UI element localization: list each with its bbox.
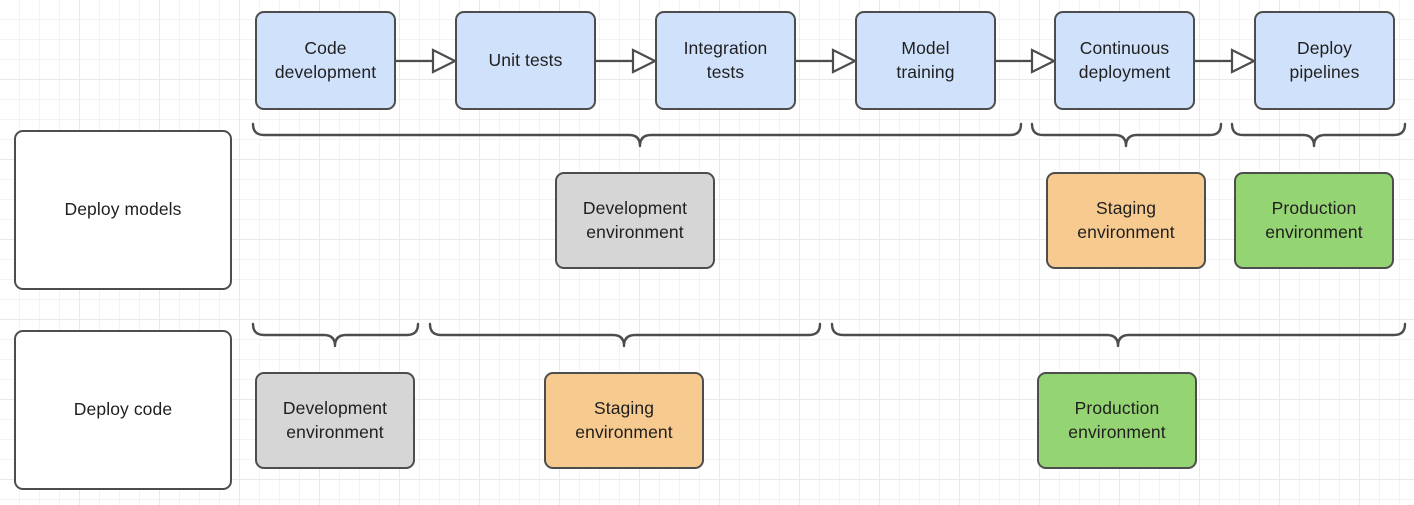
grouping-brace-deploy-code-2 xyxy=(424,322,826,356)
environment-deploy-models-staging-environment[interactable]: Staging environment xyxy=(1046,172,1206,269)
grouping-brace-deploy-code-1 xyxy=(247,322,424,356)
pipeline-step-unit-tests[interactable]: Unit tests xyxy=(455,11,596,110)
pipeline-step-integration-tests[interactable]: Integration tests xyxy=(655,11,796,110)
environment-deploy-models-development-environment[interactable]: Development environment xyxy=(555,172,715,269)
grouping-brace-deploy-models-2 xyxy=(1026,122,1227,156)
pipeline-step-code-development[interactable]: Code development xyxy=(255,11,396,110)
grouping-brace-deploy-models-1 xyxy=(247,122,1027,156)
row-label-deploy-models[interactable]: Deploy models xyxy=(14,130,232,290)
row-label-deploy-code[interactable]: Deploy code xyxy=(14,330,232,490)
pipeline-step-continuous-deployment[interactable]: Continuous deployment xyxy=(1054,11,1195,110)
environment-deploy-code-staging-environment[interactable]: Staging environment xyxy=(544,372,704,469)
grouping-brace-deploy-models-3 xyxy=(1226,122,1411,156)
pipeline-arrow-3 xyxy=(796,48,855,74)
pipeline-step-deploy-pipelines[interactable]: Deploy pipelines xyxy=(1254,11,1395,110)
pipeline-arrow-5 xyxy=(1195,48,1254,74)
environment-deploy-models-production-environment[interactable]: Production environment xyxy=(1234,172,1394,269)
environment-deploy-code-development-environment[interactable]: Development environment xyxy=(255,372,415,469)
grouping-brace-deploy-code-3 xyxy=(826,322,1411,356)
environment-deploy-code-production-environment[interactable]: Production environment xyxy=(1037,372,1197,469)
pipeline-step-model-training[interactable]: Model training xyxy=(855,11,996,110)
pipeline-arrow-4 xyxy=(996,48,1054,74)
pipeline-arrow-2 xyxy=(596,48,655,74)
pipeline-arrow-1 xyxy=(396,48,455,74)
